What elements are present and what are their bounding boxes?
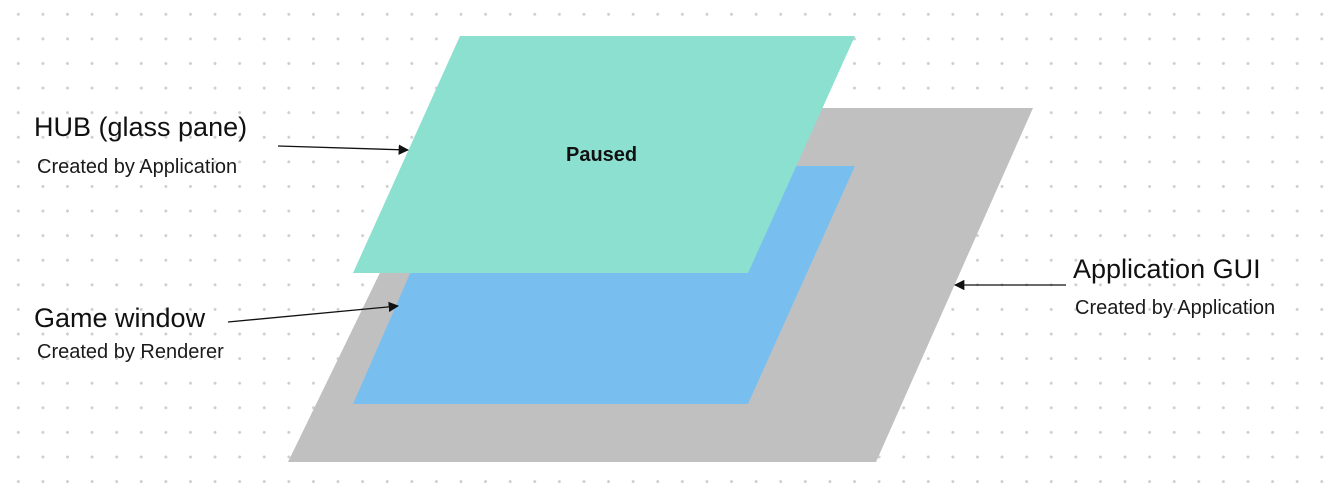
application-gui-title: Application GUI: [1073, 254, 1261, 284]
hub-glass-pane-subtitle: Created by Application: [37, 156, 238, 178]
application-gui-subtitle: Created by Application: [1075, 297, 1276, 319]
hub-pointer-arrow: [277, 144, 410, 155]
game-window-subtitle: Created by Renderer: [37, 341, 224, 363]
game-window-pointer-arrow: [227, 301, 400, 323]
paused-label: Paused: [566, 144, 638, 166]
game-window-title: Game window: [34, 303, 206, 333]
hub-glass-pane-plane: [353, 36, 855, 273]
hub-glass-pane-title: HUB (glass pane): [34, 112, 248, 142]
